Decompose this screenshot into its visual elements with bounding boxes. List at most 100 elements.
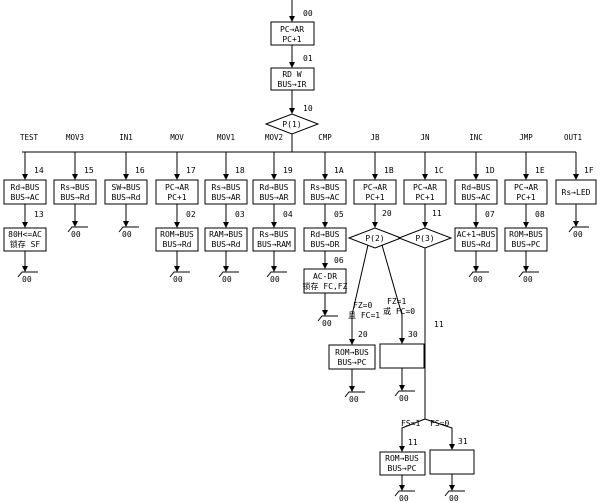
- cmp-box-1-line1: Rs→BUS: [311, 183, 340, 192]
- opcode-labels: TEST MOV3 IN1 MOV MOV1 MOV2 CMP JB JN IN…: [20, 133, 582, 142]
- mov-box-2-line2: BUS→Rd: [163, 240, 192, 249]
- fetch-box-1-line1: PC→AR: [280, 25, 304, 34]
- column-out1: 1F Rs→LED 00: [555, 152, 597, 239]
- op-cmp: CMP: [318, 133, 332, 142]
- end-00: 00: [523, 275, 533, 284]
- mov2-box-2-line2: BUS→RAM: [257, 240, 291, 249]
- op-in1: IN1: [119, 133, 133, 142]
- mov2-box-1-line2: BUS→AR: [260, 193, 289, 202]
- mov-box-2-line1: ROM→BUS: [160, 230, 194, 239]
- addr-17: 17: [186, 166, 196, 175]
- inc-box-2-line1: AC+1→BUS: [457, 230, 496, 239]
- mov1-box-2-line1: RAM→BUS: [209, 230, 243, 239]
- jn-box-1-line1: PC→AR: [413, 183, 437, 192]
- p2-left-cond-2: 且 FC=1: [348, 311, 380, 320]
- mov-box-1-line1: PC→AR: [165, 183, 189, 192]
- decision-p1: [264, 113, 320, 135]
- end-marker: [568, 226, 589, 233]
- addr-20: 20: [382, 209, 392, 218]
- addr-06: 06: [334, 256, 344, 265]
- mov2-box-1-line1: Rd→BUS: [260, 183, 289, 192]
- fetch-box-2-line2: BUS→IR: [278, 80, 307, 89]
- addr-19: 19: [283, 166, 293, 175]
- branch-p3: P(3) 11 FS=1 FS=0 11 ROM→BUS BUS→PC 00 3…: [379, 227, 475, 503]
- column-mov: 17 PC→AR PC+1 02 ROM→BUS BUS→Rd 00: [155, 152, 199, 284]
- addr-02: 02: [186, 210, 196, 219]
- column-mov3: 15 Rs→BUS BUS→Rd 00: [53, 152, 97, 239]
- addr-18: 18: [235, 166, 245, 175]
- test-box-2-line2: 锁存 SF: [10, 239, 41, 249]
- addr-00: 00: [303, 9, 313, 18]
- end-marker: [17, 271, 38, 278]
- end-marker: [518, 271, 539, 278]
- end-marker: [118, 226, 139, 233]
- end-00: 00: [173, 275, 183, 284]
- addr-04: 04: [283, 210, 293, 219]
- cmp-box-2-line1: Rd→BUS: [311, 230, 340, 239]
- addr-15: 15: [84, 166, 94, 175]
- end-marker: [344, 391, 365, 398]
- jb-box-1-line2: PC+1: [365, 193, 384, 202]
- p3-end-right: 00: [449, 494, 459, 503]
- end-00: 00: [71, 230, 81, 239]
- test-box-1-line1: Rd→BUS: [11, 183, 40, 192]
- addr-16: 16: [135, 166, 145, 175]
- op-mov2: MOV2: [265, 133, 283, 142]
- fetch-box-2-line1: RD W: [282, 70, 301, 79]
- op-jn: JN: [420, 133, 429, 142]
- column-jn: 1C PC→AR PC+1 11: [403, 152, 447, 228]
- jn-box-1-line2: PC+1: [415, 193, 434, 202]
- end-marker: [266, 271, 287, 278]
- decision-p3-label: P(3): [415, 234, 434, 243]
- inc-box-1-line2: BUS→AC: [462, 193, 491, 202]
- p3-end-left: 00: [399, 494, 409, 503]
- fetch-box-1-line2: PC+1: [282, 35, 301, 44]
- mov2-box-1: [252, 179, 296, 205]
- decision-p1-label: P(1): [282, 120, 301, 129]
- inc-box-1-line1: Rd→BUS: [462, 183, 491, 192]
- in1-box-1: [104, 179, 148, 205]
- end-marker: [169, 271, 190, 278]
- addr-1f: 1F: [584, 166, 594, 175]
- addr-1b: 1B: [384, 166, 394, 175]
- p3-left-box-line1: ROM→BUS: [385, 454, 419, 463]
- end-marker: [444, 490, 465, 497]
- mov1-box-2-line2: BUS→Rd: [212, 240, 241, 249]
- column-mov2: 19 Rd→BUS BUS→AR 04 Rs→BUS BUS→RAM 00: [252, 152, 296, 284]
- jmp-box-2-line1: ROM→BUS: [509, 230, 543, 239]
- cmp-box-3-line2: 锁存 FC,FZ: [303, 281, 348, 291]
- mov1-box-1-line2: BUS→AR: [212, 193, 241, 202]
- op-inc: INC: [469, 133, 483, 142]
- addr-13: 13: [34, 210, 44, 219]
- addr-05: 05: [334, 210, 344, 219]
- mov2-box-2-line1: Rs→BUS: [260, 230, 289, 239]
- addr-31: 31: [458, 437, 468, 446]
- test-box-1: [3, 179, 47, 205]
- decision-p2-label: P(2): [365, 234, 384, 243]
- mov3-box-1-line2: BUS→Rd: [61, 193, 90, 202]
- p2-right-box: [379, 343, 425, 369]
- op-mov: MOV: [170, 133, 184, 142]
- end-00: 00: [122, 230, 132, 239]
- out1-box-1: [555, 179, 597, 205]
- mov3-box-1-line1: Rs→BUS: [61, 183, 90, 192]
- op-out1: OUT1: [564, 133, 582, 142]
- end-00: 00: [222, 275, 232, 284]
- decision-p3: [397, 227, 453, 249]
- jmp-box-2-line2: BUS→PC: [512, 240, 541, 249]
- column-cmp: 1A Rs→BUS BUS→AC 05 Rd→BUS BUS→DR 06 AC-…: [303, 152, 348, 328]
- end-marker: [468, 271, 489, 278]
- op-test: TEST: [20, 133, 39, 142]
- op-mov3: MOV3: [66, 133, 84, 142]
- in1-box-1-line1: SW→BUS: [112, 183, 141, 192]
- top-sequence: 00 PC→AR PC+1 01 RD W BUS→IR 10 P(1): [22, 0, 576, 153]
- mov1-box-1-line1: Rs→BUS: [212, 183, 241, 192]
- end-marker: [317, 315, 338, 322]
- test-box-2-line1: 80H<=AC: [8, 230, 42, 239]
- end-marker: [394, 490, 415, 497]
- cmp-box-1-line2: BUS→AC: [311, 193, 340, 202]
- column-jb: 1B PC→AR PC+1 20: [353, 152, 397, 228]
- p3-left-cond: FS=1: [401, 419, 420, 428]
- jmp-box-1-line2: PC+1: [516, 193, 535, 202]
